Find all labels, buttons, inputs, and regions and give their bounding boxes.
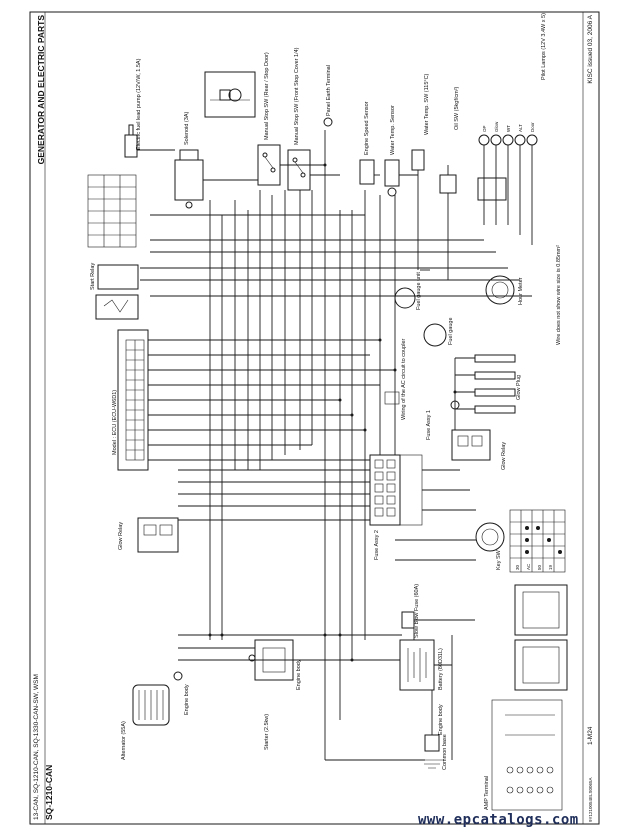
glow-relay-left-label: Glow Relay	[118, 522, 124, 550]
glow-relay-left: Glow Relay	[118, 517, 179, 553]
pilot-lamp-connector	[477, 177, 507, 201]
start-relay-label: Start Relay	[90, 263, 96, 290]
oil-sw: Oil SW (5kgf/cm²)	[439, 86, 460, 194]
key-switch: Key SW	[475, 522, 505, 570]
key-sw-table: 30 AC 50 19	[509, 509, 566, 573]
pilot-lamp-wt: WT	[506, 125, 511, 132]
amp-terminal-block: AMP Terminal	[484, 699, 563, 811]
fuel-gauge: Fuel gauge	[423, 317, 454, 347]
manual-stop-sw-1: Manual Stop SW (Rear / Stop Door)	[257, 52, 281, 186]
solenoid-label: Solenoid (3A)	[184, 112, 190, 145]
starter: Starter (2.5kw) Engine body	[248, 639, 302, 750]
manual-stop-sw-1-label: Manual Stop SW (Rear / Stop Door)	[264, 52, 270, 140]
panel-earth-terminal: Panel Earth Terminal	[323, 65, 333, 127]
wire-color-table	[87, 174, 137, 248]
panel-earth-label: Panel Earth Terminal	[326, 65, 332, 116]
common-base: Common base	[420, 734, 448, 770]
fuel-gauge-unit-label: Fuel gauge unit	[416, 272, 422, 310]
doc-code: 9Y1210054ELS0065A	[588, 777, 593, 822]
junction-dots	[208, 163, 457, 662]
ac-circuit-note: Wiring of the AC circuit to coupler	[384, 339, 460, 420]
pilot-lamp-glow: Glow	[494, 121, 499, 132]
engine-speed-sensor: Engine Speed Sensor	[359, 101, 375, 185]
manual-stop-sw-2-label: Manual Stop SW (Front Stop Cover 1/4)	[294, 47, 300, 145]
page-frame	[29, 11, 600, 825]
ecu-connector: Model : ECU (ECU-W6D1)	[112, 329, 149, 471]
fuel-lead-pump: Electric fuel lead pump (12V/W, 1.5A)	[124, 58, 142, 158]
pilot-lamps-label: Pilot Lamps (12V 3.4W x 5)	[541, 13, 547, 80]
fuel-gauge-label: Fuel gauge	[448, 317, 454, 345]
fuse-assy2-label: Fuse Assy 2	[374, 530, 380, 560]
water-temp-sensor-label: Water Temp. Sensor	[390, 105, 396, 155]
hour-meter-label: Hour Meter	[518, 277, 524, 305]
solenoid-inset	[204, 71, 256, 118]
oil-sw-label: Oil SW (5kgf/cm²)	[454, 86, 460, 130]
key-sw-label: Key SW	[496, 549, 502, 570]
page-number: 1-M24	[587, 726, 594, 745]
watermark: www.epcatalogs.com	[418, 812, 579, 828]
starter-engine-body-label: Engine body	[296, 659, 302, 690]
hour-meter: Hour Meter	[485, 275, 524, 305]
fuse-assy1-label: Fuse Assy 1	[426, 410, 432, 440]
amp-terminal-label: AMP Terminal	[484, 776, 490, 810]
glow-plugs: Glow Plug	[474, 354, 522, 414]
common-base-label: Common base	[442, 734, 448, 770]
key-col-30: 30	[515, 564, 520, 570]
glow-relay-right: Glow Relay	[451, 429, 507, 470]
wire-size-note: Wire does not show wire size is 0.85mm²	[556, 245, 562, 345]
slow-blow-fuse: Slow Blow Fuse (60A)	[401, 584, 420, 638]
water-temp-sensor: Water Temp. Sensor	[384, 105, 400, 197]
wire-harness	[137, 130, 532, 761]
slow-blow-label: Slow Blow Fuse (60A)	[414, 584, 420, 638]
model-title: SQ-1210-CAN	[44, 765, 54, 820]
issue-text: KISC issued 03, 2006 A	[587, 14, 594, 83]
fuse-assy-connectors	[514, 584, 568, 691]
battery: Battery (80D31L) Engine body	[399, 639, 444, 735]
battery-engine-body-label: Engine body	[438, 704, 444, 735]
glow-plug-label: Glow Plug	[516, 375, 522, 400]
water-temp-sw: Water Temp. SW (115°C)	[411, 73, 430, 195]
solenoid: Solenoid (3A)	[174, 112, 204, 209]
ecu-label: Model : ECU (ECU-W6D1)	[112, 390, 118, 455]
alt-engine-body-label: Engine body	[184, 684, 190, 715]
series-title: 13-CAN, SQ-1210-CAN, SQ-1330-CAN-SW, WSM	[33, 674, 40, 820]
fuse-assembly-block: Fuse Assy 1 Fuse Assy 2	[369, 410, 432, 560]
alternator: Alternator (55A) Engine body	[121, 671, 190, 760]
alternator-label: Alternator (55A)	[121, 721, 127, 760]
pilot-lamps: OP Glow WT ALT Door Pilot Lamps (12V 3.4…	[478, 13, 547, 245]
ac-circuit-label: Wiring of the AC circuit to coupler	[401, 339, 407, 420]
section-title: GENERATOR AND ELECTRIC PARTS	[36, 15, 46, 165]
water-temp-sw-label: Water Temp. SW (115°C)	[424, 73, 430, 135]
engine-speed-label: Engine Speed Sensor	[364, 101, 370, 155]
pilot-lamp-alt: ALT	[518, 124, 523, 132]
key-col-ac: AC	[526, 563, 531, 570]
pilot-lamp-op: OP	[482, 125, 487, 132]
key-col-50: 50	[537, 564, 542, 570]
pilot-lamp-door: Door	[530, 122, 535, 132]
start-relay: Start Relay	[90, 263, 139, 320]
starter-label: Starter (2.5kw)	[264, 714, 270, 750]
fuel-gauge-unit: Fuel gauge unit	[394, 272, 422, 310]
glow-relay-right-label: Glow Relay	[501, 442, 507, 470]
manual-stop-sw-2: Manual Stop SW (Front Stop Cover 1/4)	[287, 47, 311, 191]
battery-label: Battery (80D31L)	[438, 648, 444, 690]
fuel-lead-pump-label: Electric fuel lead pump (12V/W, 1.5A)	[136, 58, 142, 150]
key-col-19: 19	[548, 564, 553, 570]
